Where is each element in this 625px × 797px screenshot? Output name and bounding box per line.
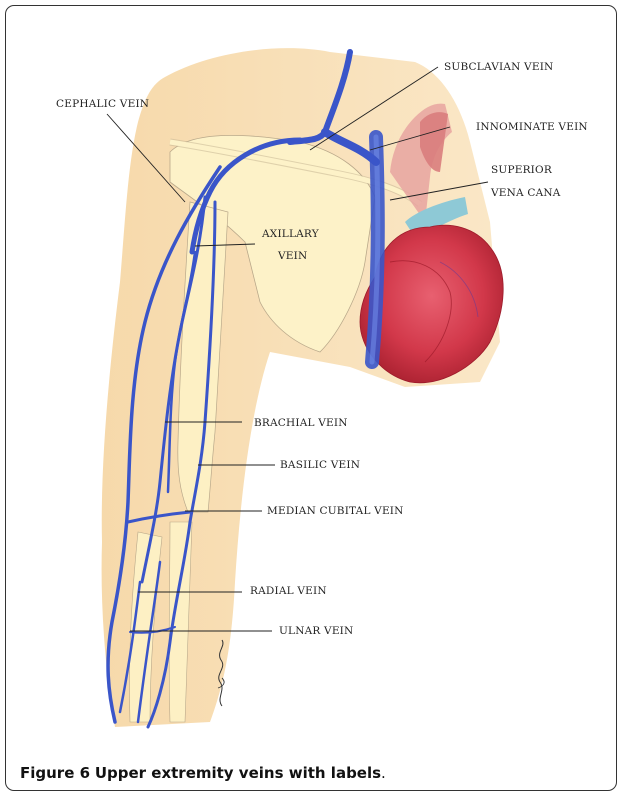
label-subclavian-vein: SUBCLAVIAN VEIN (444, 61, 553, 73)
label-superior-vena-cava-1: SUPERIOR (491, 164, 552, 176)
label-axillary-vein-1: AXILLARY (262, 228, 319, 240)
label-ulnar-vein: ULNAR VEIN (279, 625, 353, 637)
caption-title: Upper extremity veins with labels (95, 764, 381, 782)
figure-caption: Figure 6 Upper extremity veins with labe… (20, 764, 386, 782)
label-radial-vein: RADIAL VEIN (250, 585, 327, 597)
caption-figure-label: Figure 6 (20, 764, 90, 782)
artist-signature (212, 638, 232, 708)
label-superior-vena-cava-2: VENA CANA (491, 187, 561, 199)
caption-period: . (381, 764, 386, 782)
label-innominate-vein: INNOMINATE VEIN (476, 121, 588, 133)
label-brachial-vein: BRACHIAL VEIN (254, 417, 348, 429)
label-median-cubital-vein: MEDIAN CUBITAL VEIN (267, 505, 404, 517)
label-cephalic-vein: CEPHALIC VEIN (56, 98, 149, 110)
label-axillary-vein-2: VEIN (278, 250, 307, 262)
label-basilic-vein: BASILIC VEIN (280, 459, 360, 471)
